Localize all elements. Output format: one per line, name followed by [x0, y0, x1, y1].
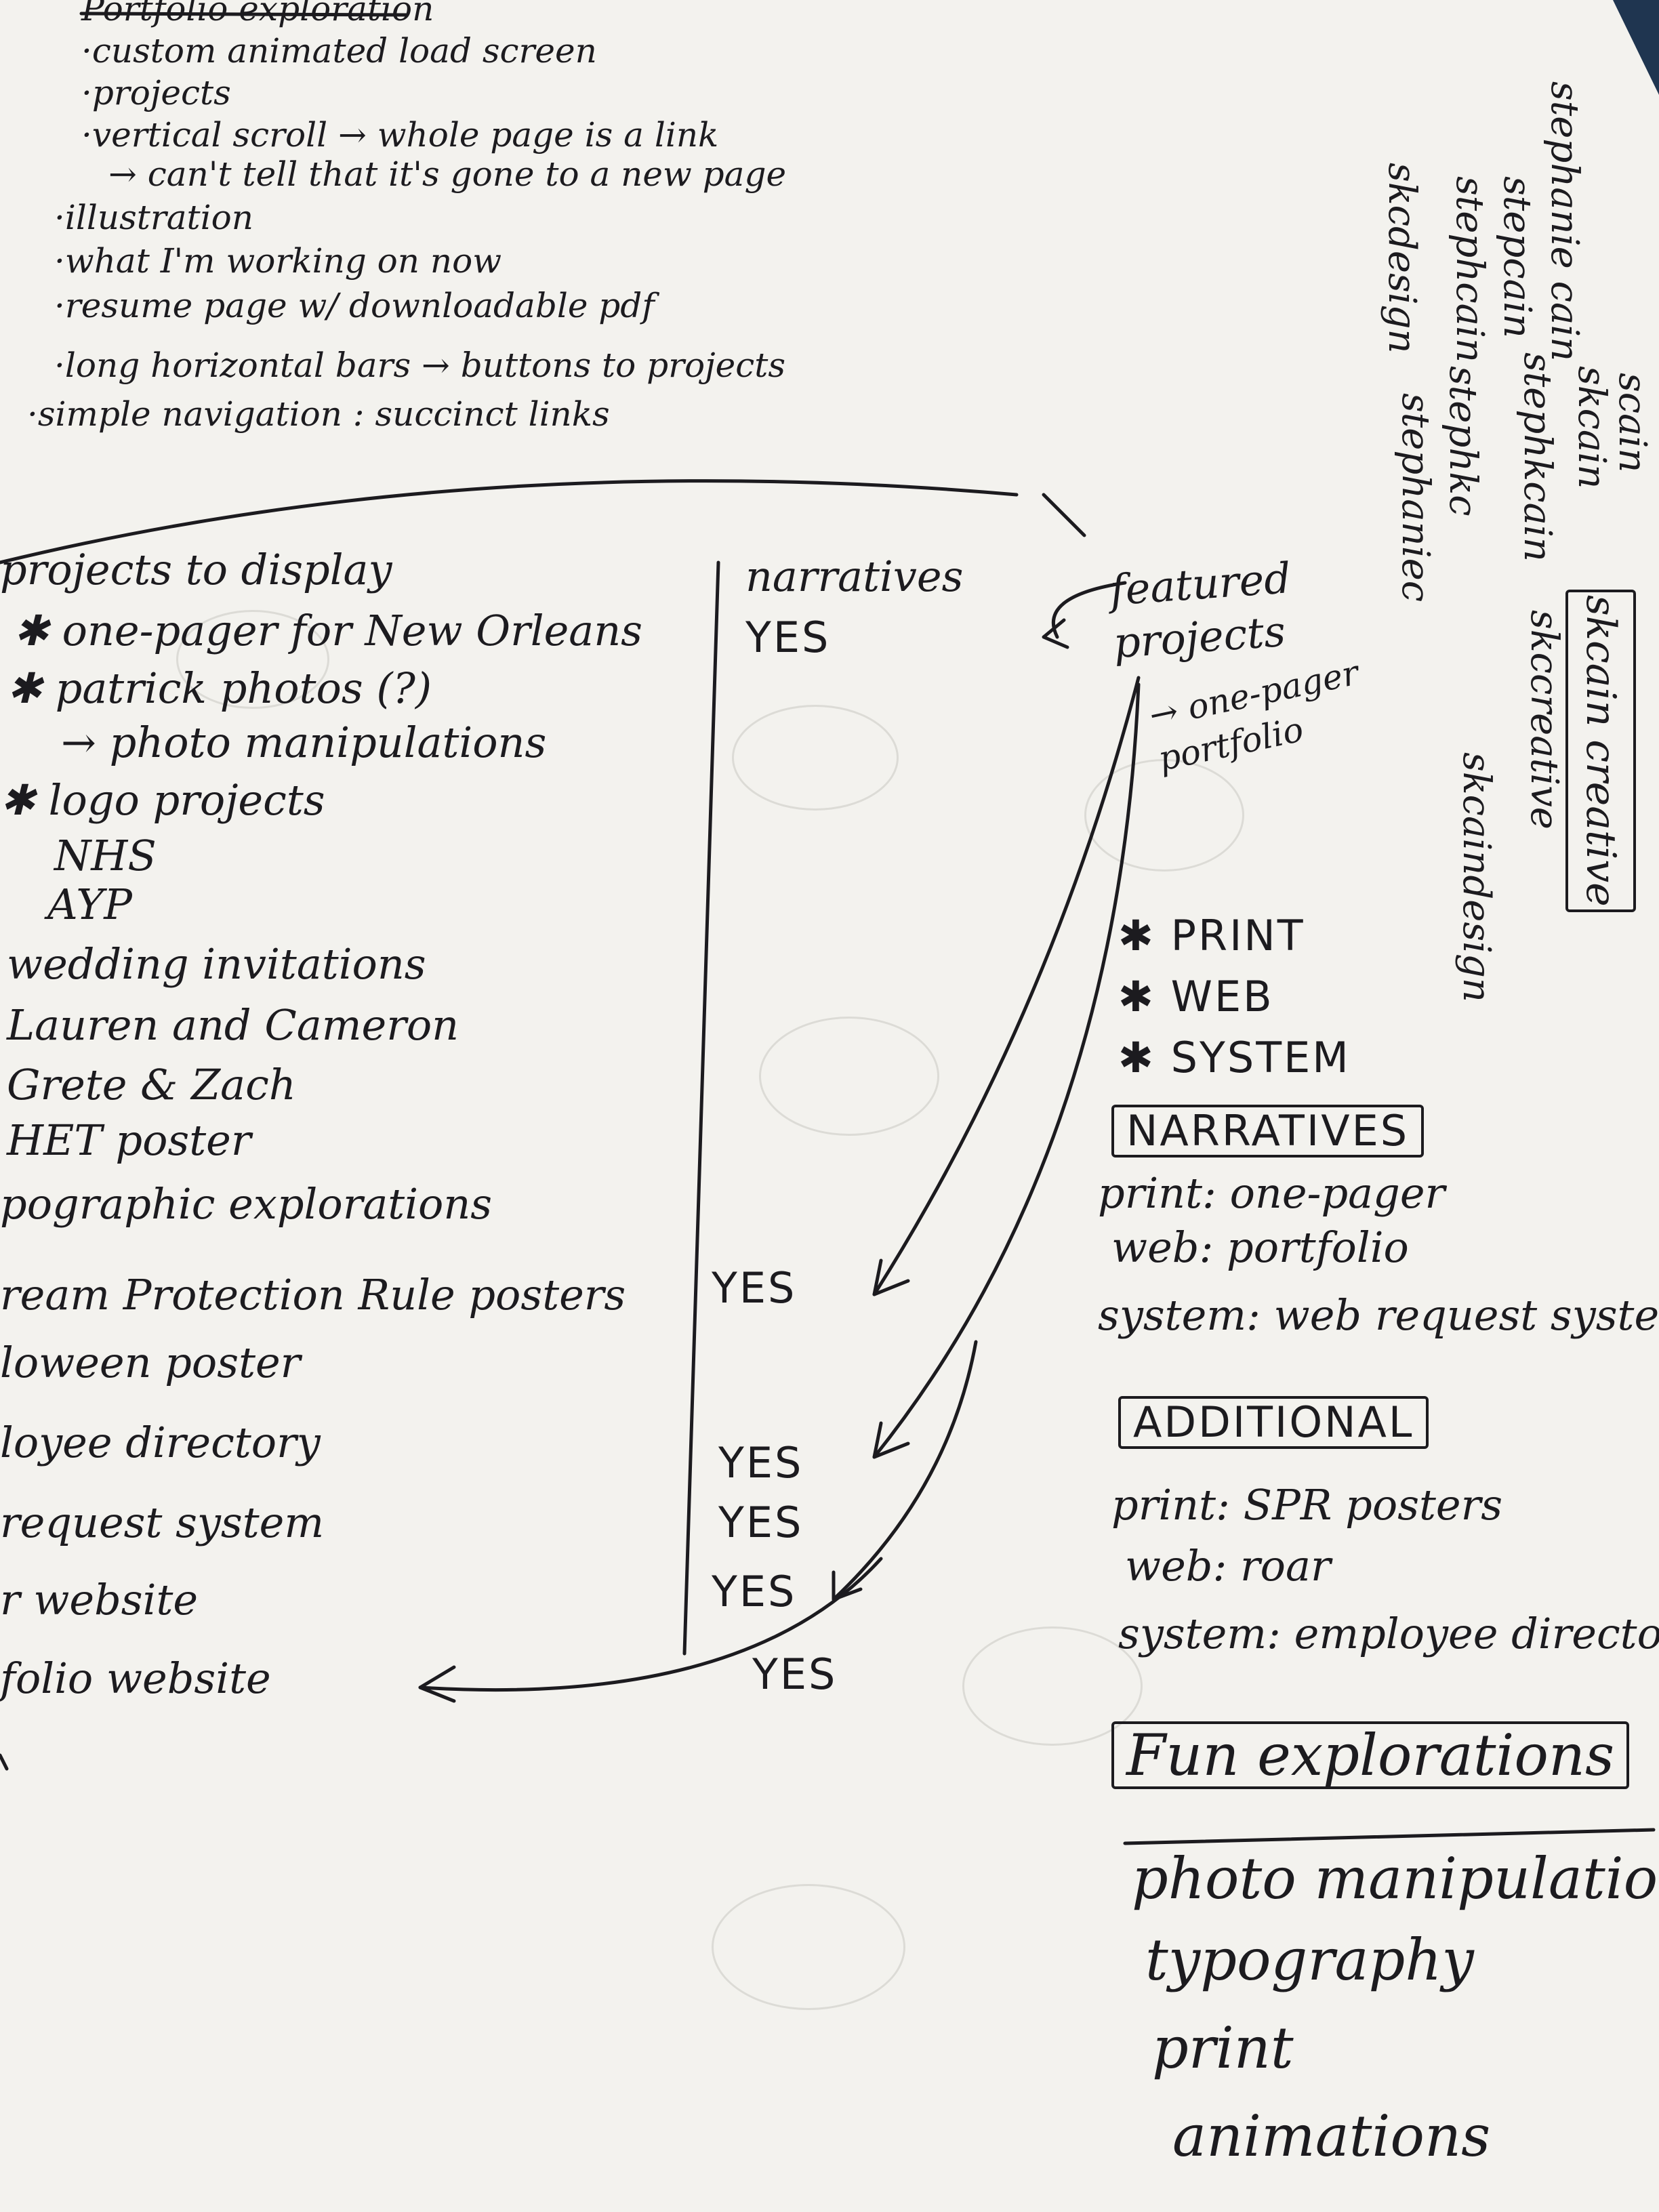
note-line: ·long horizontal bars → buttons to proje… — [54, 346, 785, 385]
yes-mark: YES — [712, 1263, 797, 1313]
additional-line: system: employee directory — [1118, 1609, 1659, 1658]
category-print: ✱ PRINT — [1118, 911, 1305, 960]
narratives-line: web: portfolio — [1111, 1223, 1409, 1272]
note-line: ·projects — [81, 73, 231, 112]
project-item: loyee directory — [0, 1418, 321, 1467]
projects-heading: projects to display — [0, 545, 392, 594]
note-line: ·resume page w/ downloadable pdf — [54, 286, 655, 325]
project-item: → photo manipulations — [61, 718, 547, 767]
note-line: ·what I'm working on now — [54, 241, 501, 281]
additional-line: web: roar — [1125, 1541, 1331, 1591]
name-idea: stephaniec — [1393, 393, 1437, 602]
name-idea: stephkcain — [1515, 352, 1559, 562]
name-idea: skcain — [1570, 366, 1614, 489]
additional-line: print: SPR posters — [1111, 1480, 1503, 1530]
yes-mark: YES — [718, 1438, 804, 1488]
note-line: → can't tell that it's gone to a new pag… — [108, 155, 787, 194]
note-line: ·vertical scroll → whole page is a link — [81, 115, 719, 155]
ghost-sketch — [712, 1884, 905, 2010]
project-item: ream Protection Rule posters — [0, 1270, 626, 1319]
name-idea: scain — [1610, 373, 1654, 473]
project-item: r website — [0, 1575, 199, 1624]
name-idea: skccreative — [1522, 610, 1566, 830]
name-idea: stephkc — [1441, 366, 1485, 516]
project-item: pographic explorations — [0, 1179, 493, 1229]
note-line: ·illustration — [54, 198, 253, 237]
project-item: ✱ logo projects — [0, 775, 325, 825]
narratives-box-heading: NARRATIVES — [1111, 1105, 1425, 1158]
name-idea: stephcain — [1448, 176, 1492, 363]
narratives-line: print: one-pager — [1098, 1168, 1446, 1218]
ghost-sketch — [759, 1017, 939, 1136]
note-line: ·simple navigation : succinct links — [27, 394, 610, 434]
yes-mark: YES — [718, 1498, 804, 1547]
category-web: ✱ WEB — [1118, 972, 1274, 1021]
name-idea: stepcain — [1495, 176, 1539, 338]
project-item: wedding invitations — [7, 939, 426, 989]
name-idea: skcdesign — [1380, 163, 1424, 354]
note-line: ·custom animated load screen — [81, 31, 597, 70]
narratives-line: system: web request system — [1098, 1290, 1659, 1340]
project-item: Lauren and Cameron — [7, 1000, 459, 1050]
project-item: AYP — [47, 880, 132, 929]
project-item: HET poster — [7, 1115, 251, 1165]
project-item: ✱ one-pager for New Orleans — [14, 606, 642, 655]
project-item: request system — [0, 1498, 325, 1547]
fun-line: typography — [1145, 1927, 1474, 1993]
page-title: Portfolio exploration — [81, 0, 434, 28]
fun-line: animations — [1172, 2103, 1491, 2169]
narratives-column-heading: narratives — [745, 552, 964, 601]
yes-mark: YES — [745, 613, 831, 662]
additional-box-heading: ADDITIONAL — [1118, 1396, 1429, 1449]
ghost-sketch — [176, 610, 329, 709]
project-item: NHS — [54, 831, 157, 880]
ghost-sketch — [1084, 759, 1244, 872]
ghost-sketch — [732, 705, 899, 811]
category-system: ✱ SYSTEM — [1118, 1033, 1351, 1082]
yes-mark: YES — [752, 1650, 838, 1699]
featured-heading: featured projects — [1108, 553, 1293, 668]
name-idea: stephanie cain — [1542, 81, 1586, 362]
fun-line: print — [1152, 2015, 1294, 2081]
project-item: folio website — [0, 1654, 271, 1703]
fun-line: photo manipulation — [1132, 1845, 1659, 1912]
yes-mark: YES — [712, 1567, 797, 1616]
project-item: Grete & Zach — [7, 1060, 296, 1109]
fun-box-heading: Fun explorations — [1111, 1721, 1630, 1789]
name-idea-boxed: skcain creative — [1565, 590, 1636, 912]
project-item: ✱ patrick photos (?) — [7, 663, 432, 713]
project-item: loween poster — [0, 1338, 301, 1387]
name-idea: skcaindesign — [1454, 752, 1498, 1002]
ghost-sketch — [962, 1626, 1143, 1746]
